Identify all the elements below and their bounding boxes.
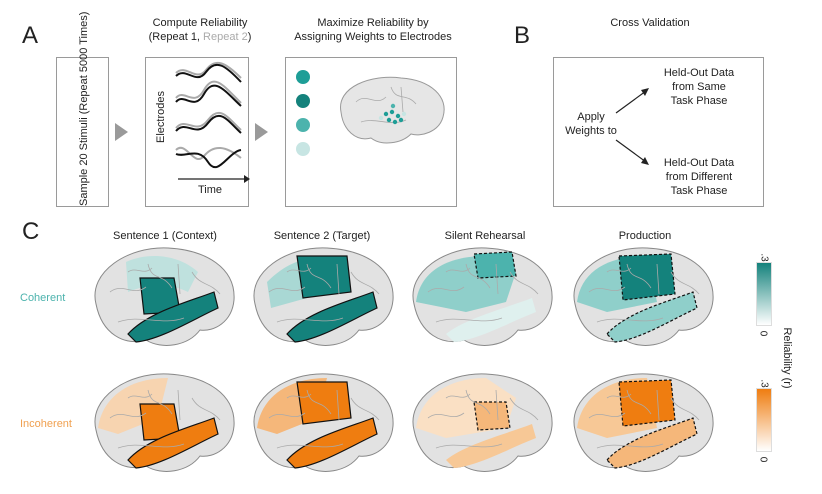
brain-coherent-silent-rehearsal: [412, 247, 553, 346]
colorbar-coherent: [756, 262, 772, 326]
sample-stimuli-box: Sample 20 Stimuli (Repeat 5000 Times): [56, 11, 109, 207]
same-line3: Task Phase: [670, 95, 728, 107]
held-out-same-phase: Held-Out Data from Same Task Phase: [649, 66, 749, 108]
brain-incoherent-production: [573, 373, 714, 472]
weight-dot-2: [296, 94, 310, 108]
compute-title-line1: Compute Reliability: [152, 17, 248, 29]
brain-coherent-sentence1: [94, 247, 235, 346]
repeat2-text: Repeat 2: [203, 31, 248, 43]
diff-line3: Task Phase: [670, 185, 728, 197]
diff-line2: from Different: [665, 171, 733, 183]
maximize-title-line1: Maximize Reliability by: [317, 17, 429, 29]
colorbar-label: Reliability (r): [781, 327, 793, 389]
colorbar-incoherent-top: .3: [758, 379, 770, 388]
weight-dot-3: [296, 118, 310, 132]
panel-letter-b: B: [514, 22, 531, 49]
row-label-incoherent: Incoherent: [20, 418, 72, 430]
colorbar-coherent-top: .3: [758, 253, 770, 262]
time-label: Time: [197, 184, 223, 196]
colorbar-incoherent-bottom: 0: [757, 456, 769, 463]
compute-title-line2: (Repeat 1, Repeat 2): [135, 30, 265, 44]
electrode-traces: [175, 61, 250, 183]
column-title-production: Production: [618, 230, 672, 242]
weight-dot-1: [296, 70, 310, 84]
colorbar-coherent-bottom: 0: [757, 330, 769, 337]
maximize-title-line2: Assigning Weights to Electrodes: [294, 31, 452, 43]
same-line2: from Same: [672, 81, 726, 93]
brain-incoherent-sentence1: [94, 373, 235, 472]
compute-reliability-title: Compute Reliability (Repeat 1, Repeat 2): [135, 16, 265, 44]
apply-line2: Weights to: [565, 125, 617, 137]
cross-validation-arrows: [615, 88, 649, 165]
arrow-sample-to-compute: [115, 123, 128, 141]
maximize-reliability-title: Maximize Reliability by Assigning Weight…: [283, 16, 463, 44]
held-out-different-phase: Held-Out Data from Different Task Phase: [649, 156, 749, 198]
apply-weights-text: Apply Weights to: [556, 110, 626, 138]
diff-line1: Held-Out Data: [663, 157, 735, 169]
close-paren: ): [247, 31, 252, 43]
panel-letter-c: C: [22, 218, 40, 245]
brain-coherent-sentence2: [253, 247, 394, 346]
repeat1-text: (Repeat 1,: [148, 31, 204, 43]
sample-stimuli-text: Sample 20 Stimuli (Repeat 5000 Times): [78, 11, 90, 206]
compute-reliability-box: Electrodes Time: [145, 57, 250, 207]
apply-line1: Apply: [577, 111, 605, 123]
brain-incoherent-sentence2: [253, 373, 394, 472]
brain-with-electrodes: [340, 76, 445, 144]
brain-incoherent-silent-rehearsal: [412, 373, 553, 472]
column-title-sentence2: Sentence 2 (Target): [273, 230, 371, 242]
weight-dot-4: [296, 142, 310, 156]
maximize-reliability-box: [285, 57, 457, 207]
arrow-compute-to-maximize: [255, 123, 268, 141]
column-title-sentence1: Sentence 1 (Context): [113, 230, 217, 242]
same-line1: Held-Out Data: [663, 67, 735, 79]
brain-coherent-production: [573, 247, 714, 346]
row-label-coherent: Coherent: [20, 292, 66, 304]
panel-letter-a: A: [22, 22, 39, 49]
colorbar-incoherent: [756, 388, 772, 452]
column-title-silent-rehearsal: Silent Rehearsal: [444, 230, 526, 242]
cross-validation-box: Apply Weights to Held-Out Data from Same…: [553, 57, 764, 207]
cross-validation-title: Cross Validation: [610, 17, 690, 29]
